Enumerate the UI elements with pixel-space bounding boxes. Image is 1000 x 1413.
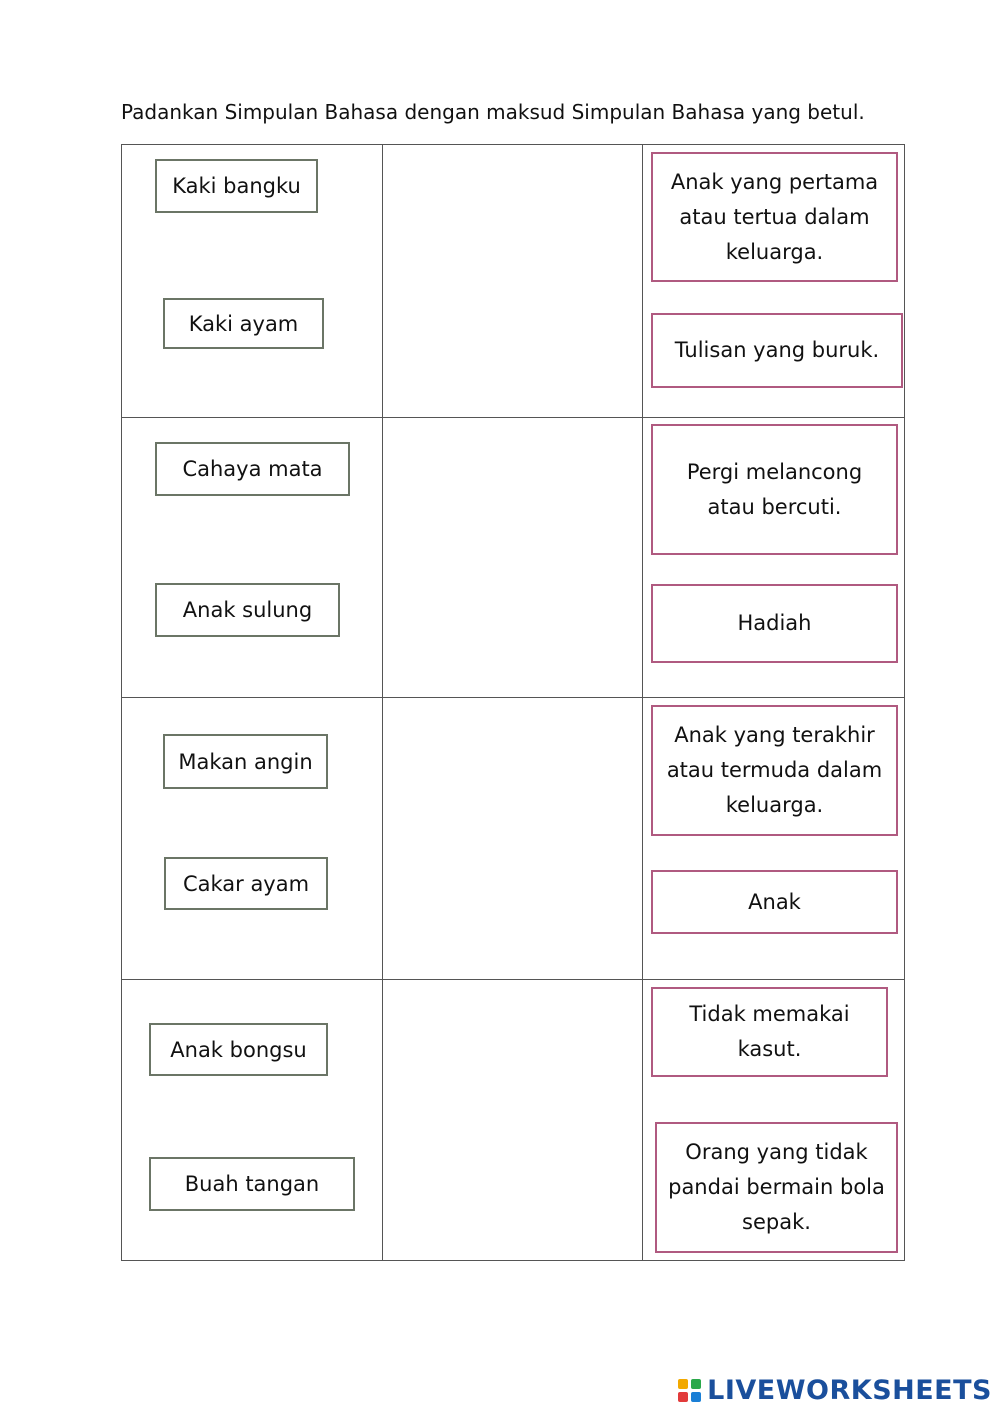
meaning-box[interactable]: Pergi melancong atau bercuti.	[651, 424, 898, 555]
meaning-box[interactable]: Anak	[651, 870, 898, 934]
term-box[interactable]: Cahaya mata	[155, 442, 350, 496]
term-box[interactable]: Makan angin	[163, 734, 328, 789]
row-divider-1	[121, 417, 905, 418]
meaning-box[interactable]: Hadiah	[651, 584, 898, 663]
column-divider-1	[382, 144, 383, 1261]
term-box[interactable]: Cakar ayam	[164, 857, 328, 910]
column-divider-2	[642, 144, 643, 1261]
term-box[interactable]: Kaki bangku	[155, 159, 318, 213]
term-box[interactable]: Buah tangan	[149, 1157, 355, 1211]
row-divider-2	[121, 697, 905, 698]
meaning-box[interactable]: Anak yang pertama atau tertua dalam kelu…	[651, 152, 898, 282]
meaning-box[interactable]: Tulisan yang buruk.	[651, 313, 903, 388]
meaning-box[interactable]: Anak yang terakhir atau termuda dalam ke…	[651, 705, 898, 836]
row-divider-3	[121, 979, 905, 980]
liveworksheets-logo: LIVEWORKSHEETS	[678, 1373, 992, 1407]
meaning-box[interactable]: Orang yang tidak pandai bermain bola sep…	[655, 1122, 898, 1253]
term-box[interactable]: Kaki ayam	[163, 298, 324, 349]
brand-text: LIVEWORKSHEETS	[707, 1374, 992, 1406]
matching-table	[121, 144, 905, 1261]
term-box[interactable]: Anak bongsu	[149, 1023, 328, 1076]
meaning-box[interactable]: Tidak memakai kasut.	[651, 987, 888, 1077]
liveworksheets-logo-icon	[678, 1378, 702, 1402]
instruction-text: Padankan Simpulan Bahasa dengan maksud S…	[121, 100, 865, 124]
term-box[interactable]: Anak sulung	[155, 583, 340, 637]
